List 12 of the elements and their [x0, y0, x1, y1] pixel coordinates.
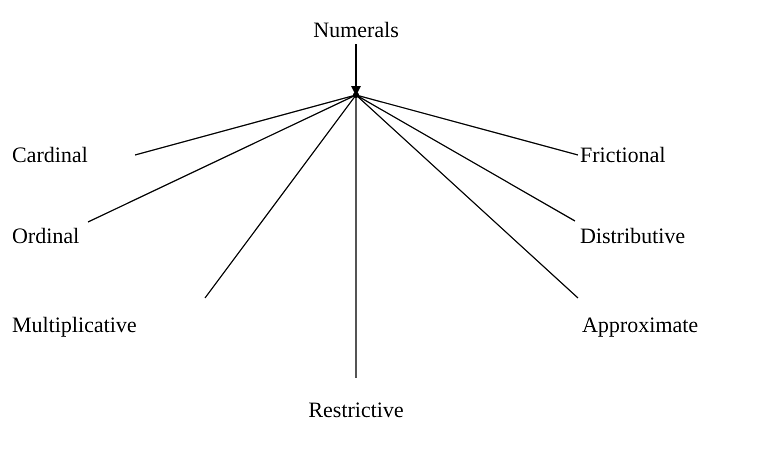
node-label: Cardinal — [12, 141, 132, 169]
connector-line — [355, 95, 357, 378]
connector-line — [356, 94, 578, 298]
node-label: Approximate — [582, 311, 752, 339]
connector-line — [88, 94, 356, 223]
node-label: Frictional — [580, 141, 730, 169]
node-label: Multiplicative — [12, 311, 182, 339]
node-label: Numerals — [296, 16, 416, 44]
node-label: Restrictive — [296, 396, 416, 424]
node-label: Ordinal — [12, 222, 92, 250]
node-label: Distributive — [580, 222, 750, 250]
connector-line — [204, 94, 357, 298]
